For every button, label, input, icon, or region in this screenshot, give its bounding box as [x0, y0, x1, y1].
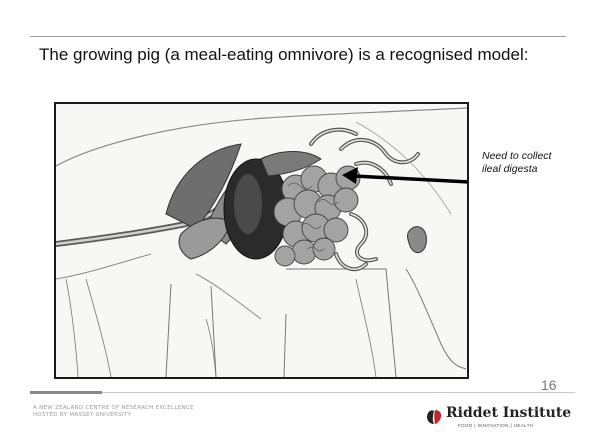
footer-line-2: Hosted by Massey University	[33, 412, 273, 419]
riddet-logo: Riddet Institute Food | Innovation | Hea…	[424, 405, 574, 433]
logo-tagline: Food | Innovation | Health	[458, 423, 534, 428]
footer-credit: A New Zealand Centre of Research Excelle…	[33, 405, 273, 419]
footer-line-1: A New Zealand Centre of Research Excelle…	[33, 405, 273, 412]
bottom-divider-accent	[30, 391, 102, 394]
logo-name: Riddet Institute	[446, 405, 571, 421]
riddet-mark-icon	[424, 407, 444, 427]
page-number: 16	[541, 377, 557, 393]
pig-digestive-illustration	[56, 104, 467, 377]
pig-anatomy-figure	[54, 102, 469, 379]
bottom-divider	[30, 392, 575, 393]
ileal-digesta-annotation: Need to collect ileal digesta	[482, 150, 562, 176]
slide-title: The growing pig (a meal-eating omnivore)…	[39, 45, 559, 65]
top-divider	[30, 36, 566, 37]
